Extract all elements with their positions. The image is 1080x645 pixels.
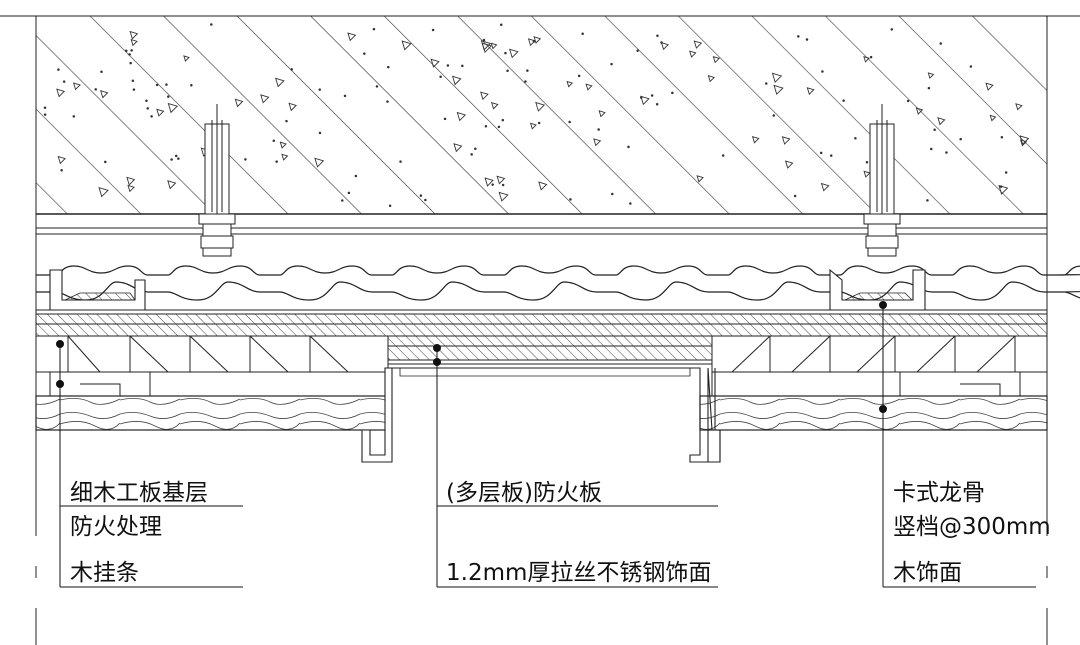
label-clip-keel: 卡式龙骨	[893, 480, 985, 506]
label-vertical-stud: 竖档@300mm	[893, 514, 1051, 540]
label-fireproofing: 防火处理	[70, 514, 162, 540]
leader-center	[433, 344, 718, 588]
wood-veneer-right	[699, 395, 1048, 431]
wood-veneer-left	[35, 395, 389, 431]
label-wood-batten: 木挂条	[70, 560, 139, 586]
base-board-layers	[35, 313, 1048, 337]
wood-battens-left	[35, 335, 389, 397]
clip-keel-profile	[36, 265, 1080, 311]
center-fireboard-and-stainless-channel	[361, 335, 721, 463]
leader-right	[879, 301, 1036, 588]
label-stainless-finish: 1.2mm厚拉丝不锈钢饰面	[446, 560, 712, 586]
anchor-bolt-left	[198, 104, 236, 257]
label-wood-veneer: 木饰面	[893, 560, 962, 586]
leader-left	[56, 340, 243, 588]
anchor-bolt-right	[863, 104, 901, 257]
label-blockboard-base: 细木工板基层	[70, 480, 208, 506]
concrete-slab	[35, 15, 1048, 235]
label-fireboard: (多层板)防火板	[446, 480, 602, 506]
keel-wave-lower	[36, 281, 1080, 301]
wood-battens-right	[711, 335, 1048, 397]
